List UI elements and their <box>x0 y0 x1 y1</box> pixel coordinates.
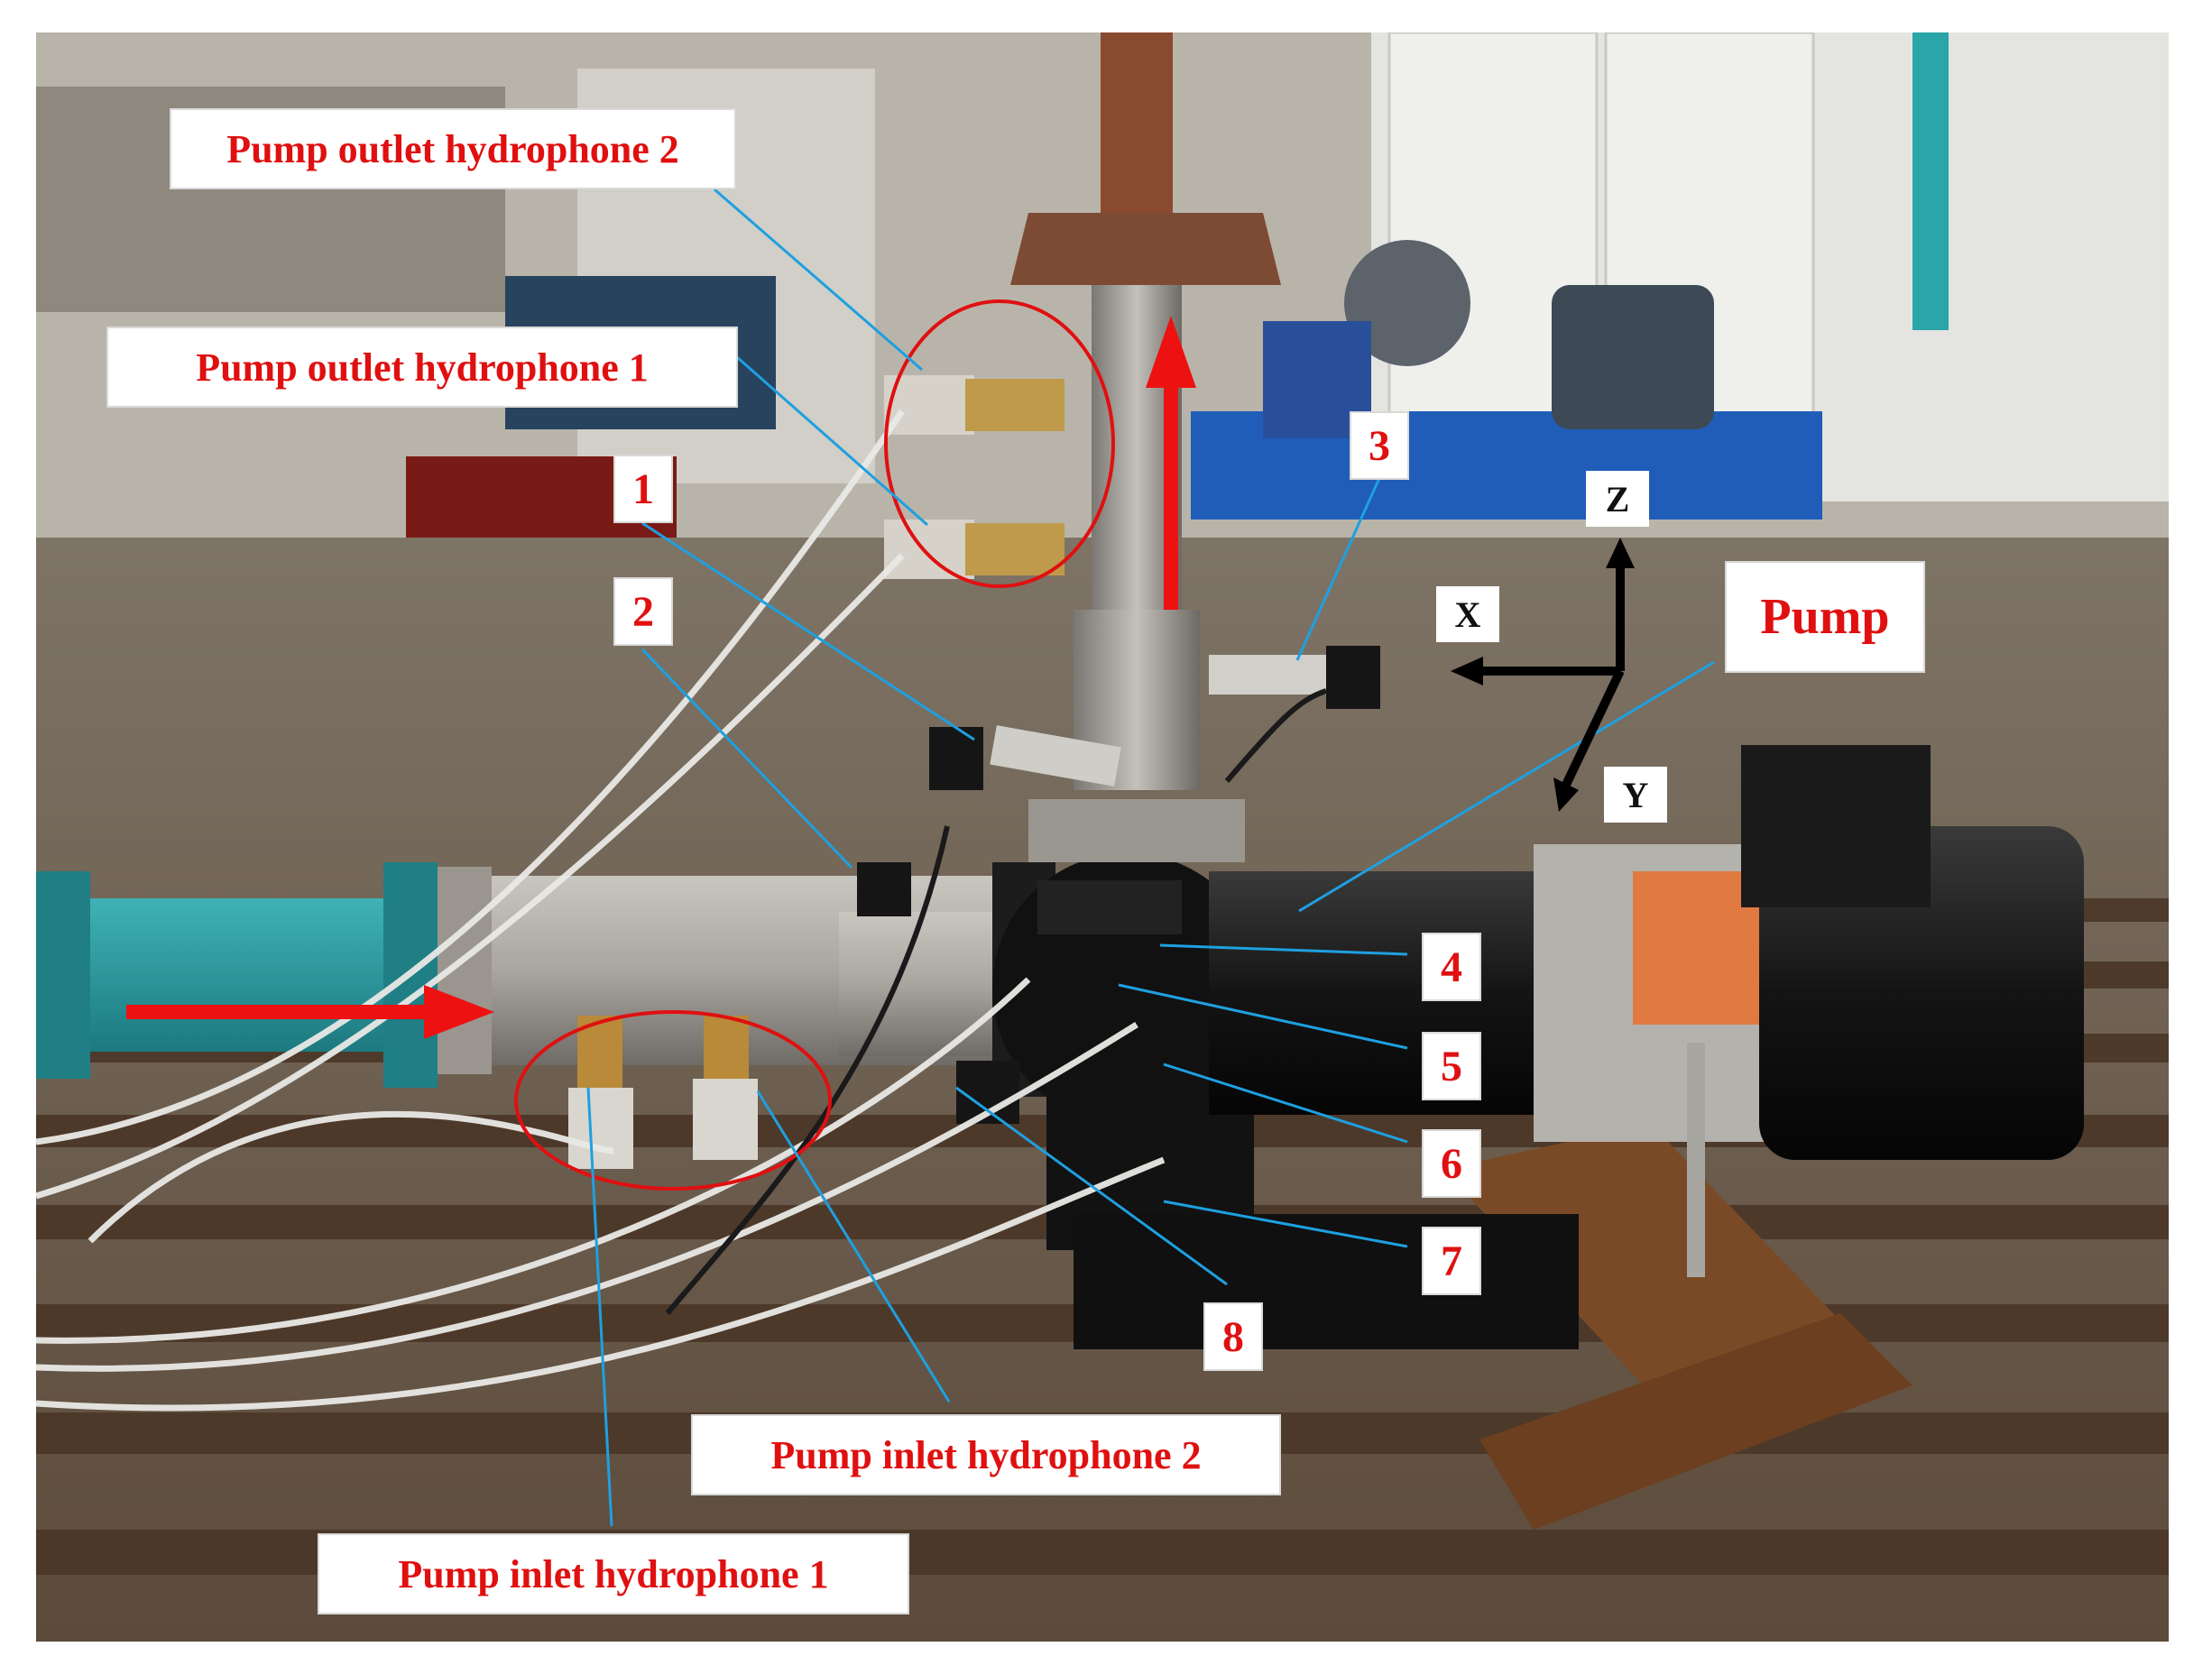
photo-scene <box>36 32 2169 1642</box>
sensor-number-3: 3 <box>1350 411 1409 480</box>
outlet-hydrophone-1-label: Pump outlet hydrophone 1 <box>106 327 738 408</box>
sensor-number-7: 7 <box>1422 1227 1481 1295</box>
sensor-number-2: 2 <box>613 577 673 646</box>
outlet-riser <box>1092 285 1182 664</box>
inlet-hydrophone-2-label: Pump inlet hydrophone 2 <box>691 1414 1281 1495</box>
axis-label-z: Z <box>1586 471 1649 527</box>
sensor-number-5: 5 <box>1422 1032 1481 1100</box>
pump-label: Pump <box>1725 561 1925 673</box>
outlet-riser-top <box>1101 32 1173 213</box>
axis-label-y: Y <box>1604 767 1667 823</box>
axis-label-x: X <box>1436 586 1499 642</box>
sensor-number-6: 6 <box>1422 1129 1481 1198</box>
teal-post <box>1912 32 1949 330</box>
motor-body <box>1209 871 1588 1115</box>
outlet-hydrophone-2-label: Pump outlet hydrophone 2 <box>170 108 736 189</box>
sensor-number-1: 1 <box>613 455 673 523</box>
test-rig-photo <box>36 32 2169 1642</box>
sensor-number-8: 8 <box>1203 1302 1263 1371</box>
sensor-number-4: 4 <box>1422 933 1481 1001</box>
inlet-hydrophone-1-label: Pump inlet hydrophone 1 <box>318 1533 909 1614</box>
teal-inlet-pipe <box>36 898 451 1052</box>
wooden-block <box>1443 1124 1876 1403</box>
